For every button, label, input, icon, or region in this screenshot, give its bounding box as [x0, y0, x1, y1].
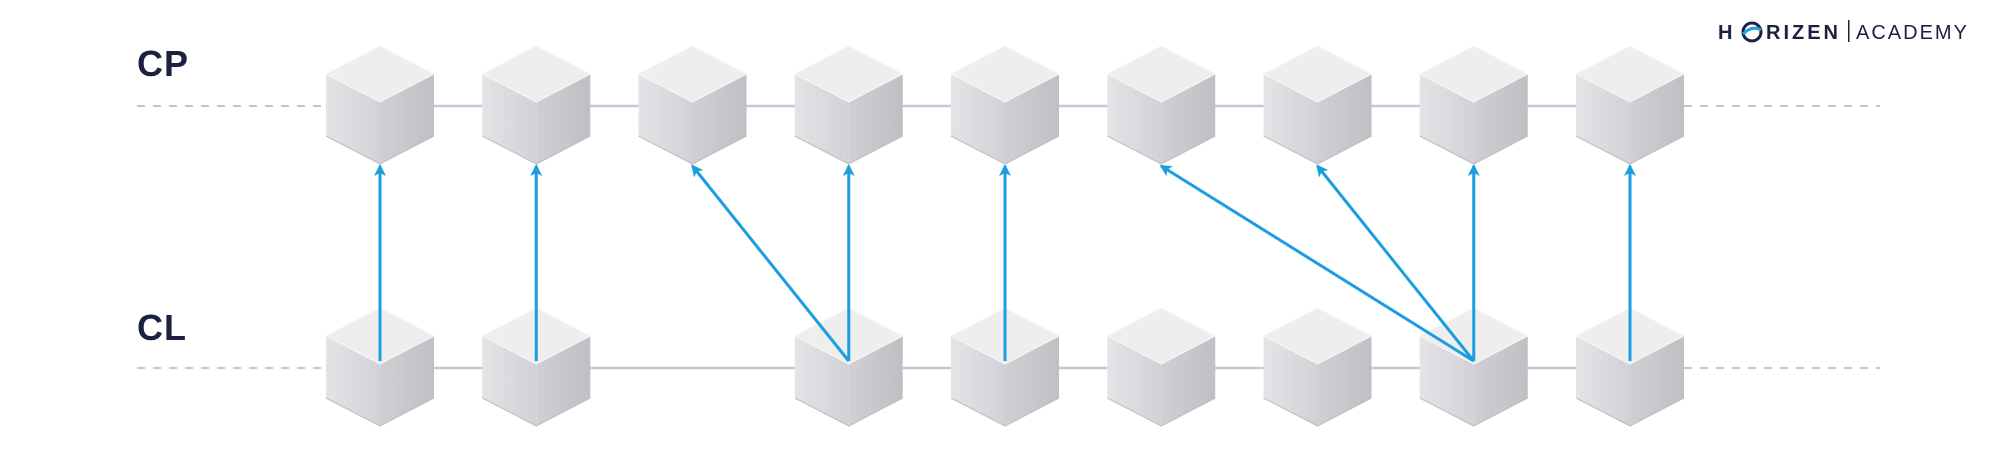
cl-block-6: [1263, 307, 1372, 427]
brand-text-h: H: [1718, 22, 1735, 44]
cp-block-0: [325, 45, 435, 165]
row-label-cp: CP: [137, 43, 189, 84]
brand-o-icon: [1741, 21, 1763, 43]
blocks: [325, 45, 1685, 427]
brand-divider: [1848, 20, 1850, 42]
cl-block-3: [794, 307, 904, 427]
cp-block-5: [1106, 45, 1216, 165]
cp-block-7: [1419, 45, 1529, 165]
arrows: [374, 164, 1636, 363]
cl-block-5: [1106, 307, 1216, 427]
arrow-cl7-to-cp5: [1159, 164, 1475, 363]
brand-text-academy: ACADEMY: [1856, 22, 1969, 44]
cl-block-8: [1575, 307, 1685, 427]
cp-block-4: [950, 45, 1060, 165]
cp-block-3: [794, 45, 904, 165]
cp-block-2: [638, 45, 747, 165]
brand-logo: H RIZEN ACADEMY: [1718, 20, 1969, 44]
arrow-cl3-to-cp2: [691, 164, 850, 362]
cp-block-1: [481, 45, 591, 165]
brand-text-rizen: RIZEN: [1766, 22, 1841, 44]
arrow-cl7-to-cp6: [1316, 164, 1475, 362]
cp-block-8: [1575, 45, 1685, 165]
row-label-cl: CL: [137, 307, 187, 348]
cp-block-6: [1263, 45, 1372, 165]
